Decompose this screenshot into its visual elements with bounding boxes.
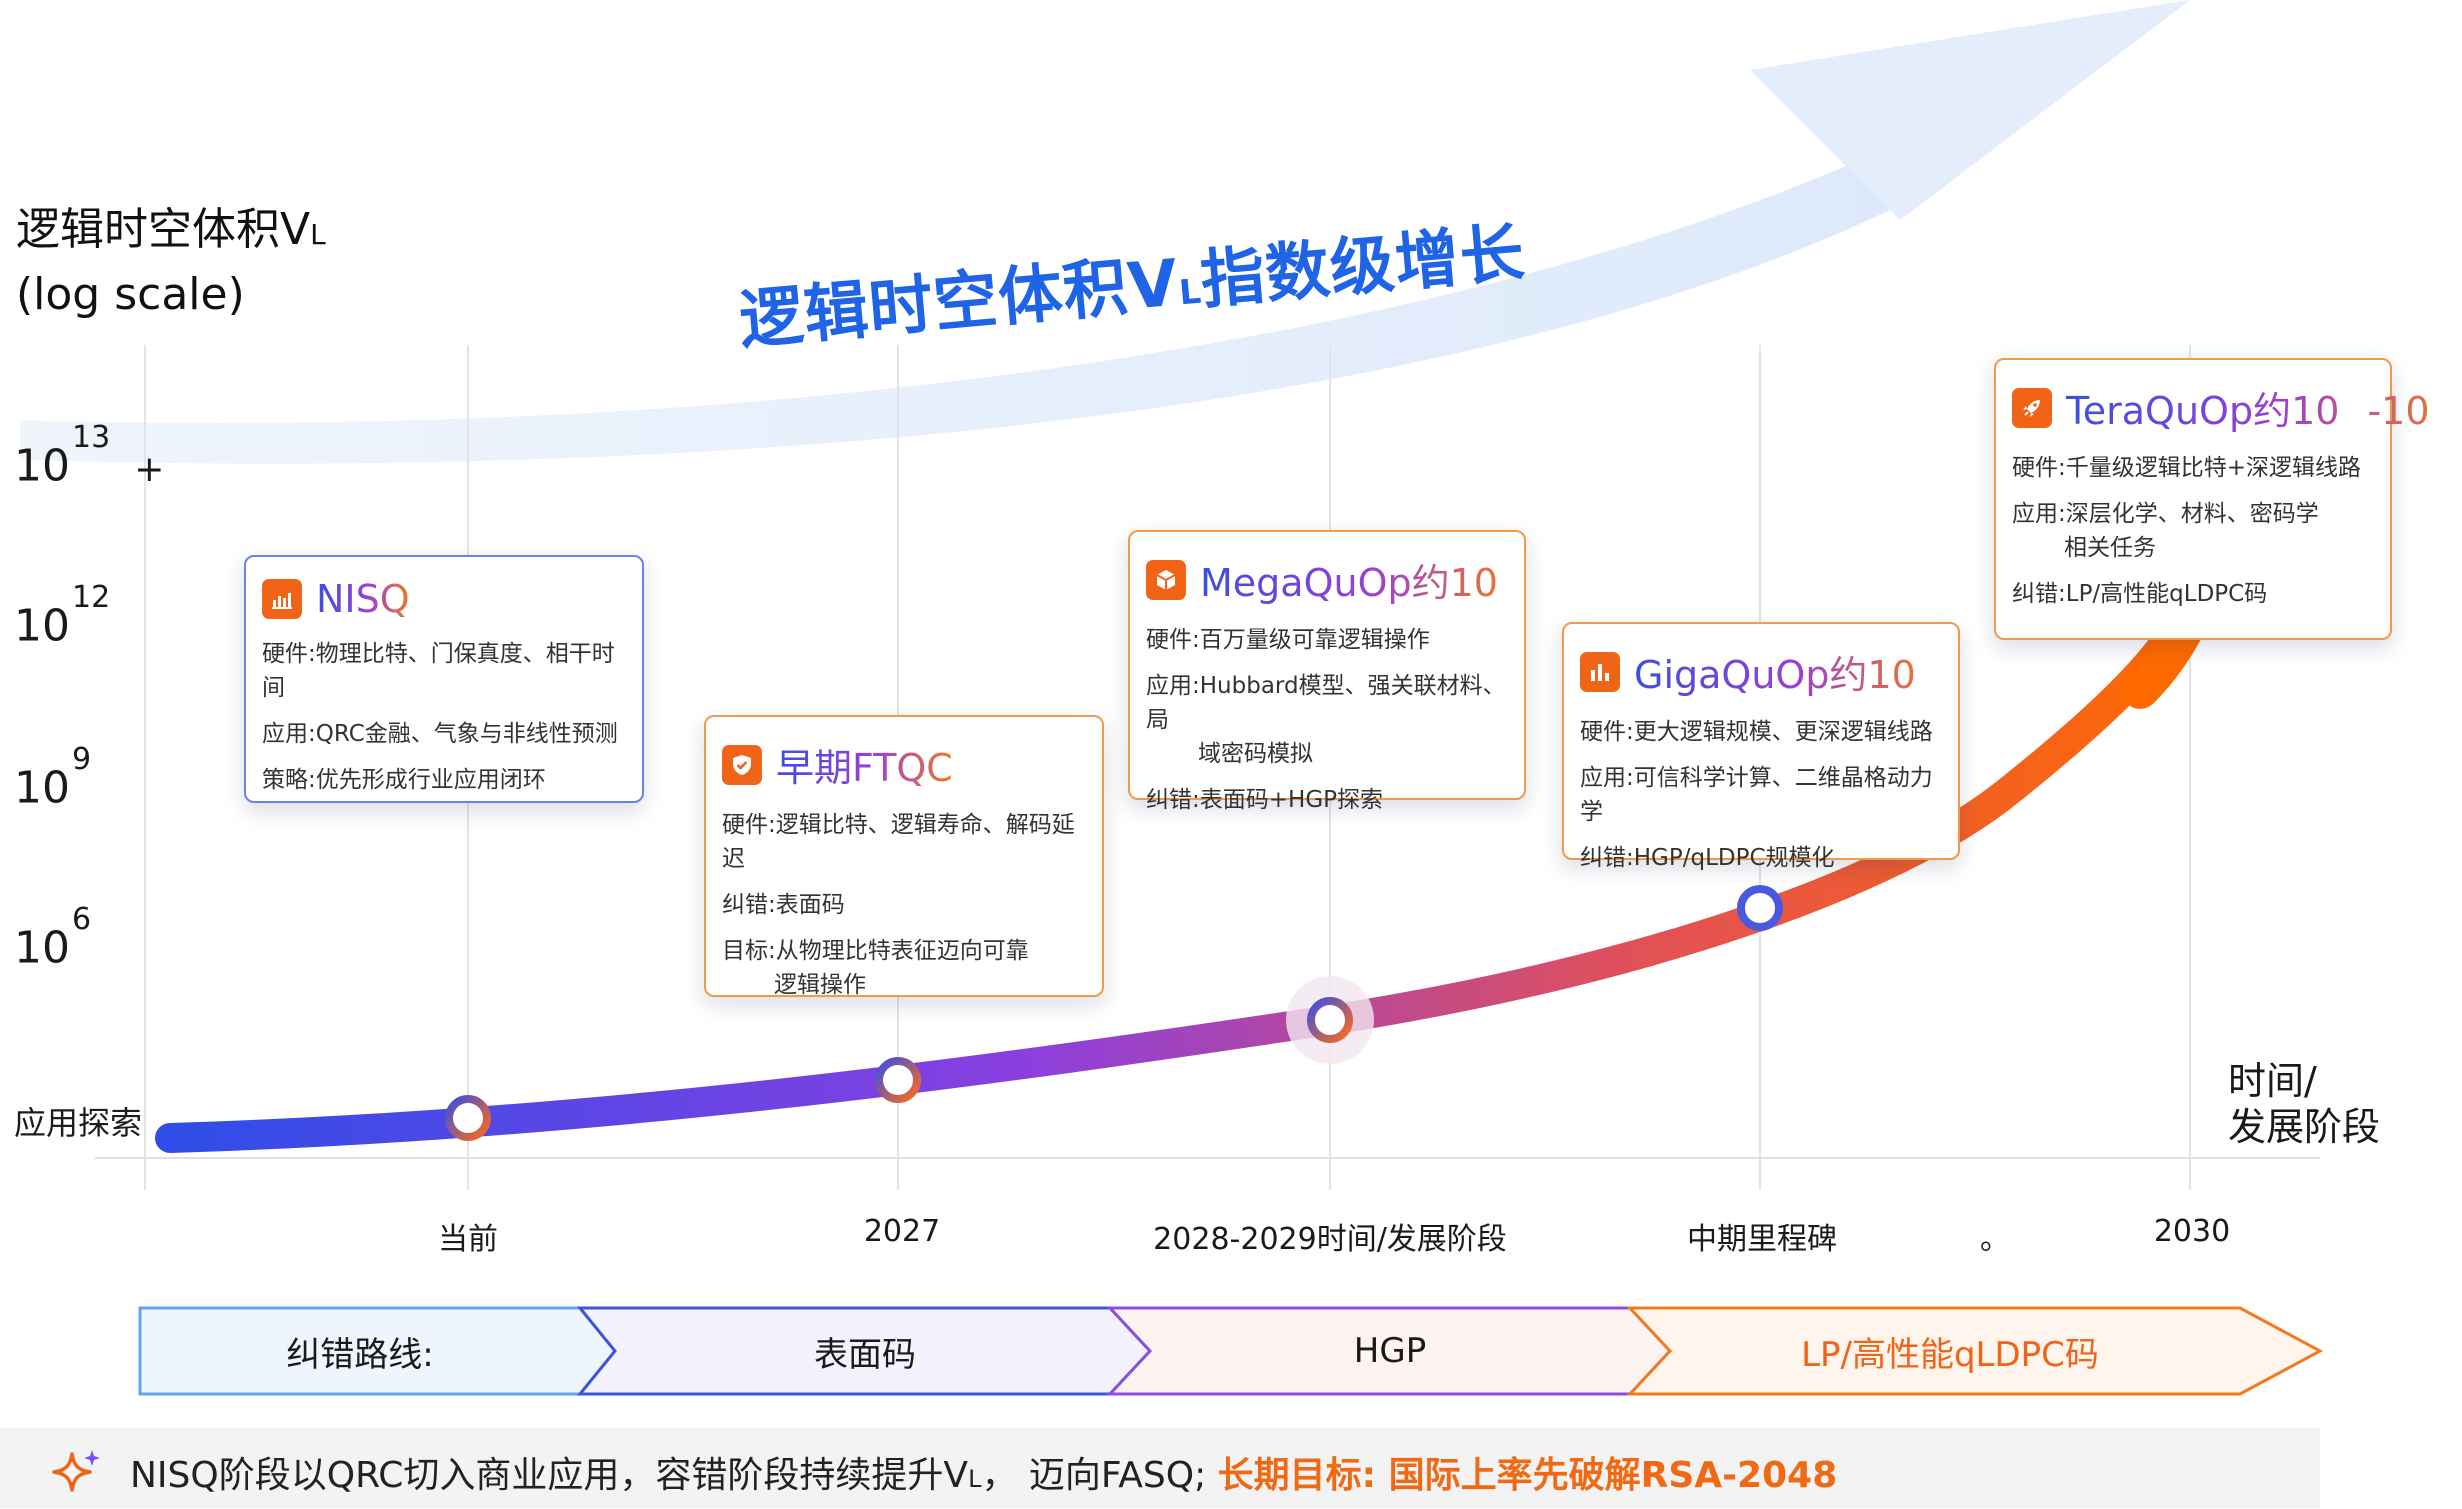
card-line-text: 应用:Hubbard模型、强关联材料、局 <box>1146 673 1506 733</box>
card-line: 纠错:LP/高性能qLDPC码 <box>2012 581 2268 607</box>
card-line-text: 逻辑操作 <box>774 972 866 998</box>
card-line: 硬件:更大逻辑规模、更深逻辑线路 <box>1580 719 1933 745</box>
y-axis-title-main: 逻辑时空体积V <box>16 204 311 255</box>
footer-text-sub: L <box>968 1465 982 1493</box>
footer-text: NISQ阶段以QRC切入商业应用，容错阶段持续提升VL， 迈向FASQ; 长期目… <box>130 1446 1837 1498</box>
rocket-icon <box>2012 387 2052 428</box>
card-line-text: 目标:从物理比特表征迈向可靠 <box>722 938 1029 964</box>
cube-icon <box>1146 559 1186 600</box>
milestone-card-nisq: NISQ 硬件:物理比特、门保真度、相干时间 应用:QRC金融、气象与非线性预测… <box>244 555 644 803</box>
y-axis-title: 逻辑时空体积VL (log scale) <box>16 200 326 325</box>
milestone-card-gigaquop: GigaQuOp约109 硬件:更大逻辑规模、更深逻辑线路 应用:可信科学计算、… <box>1562 622 1960 871</box>
card-line: 纠错:表面码 <box>722 892 845 918</box>
x-tick: 当前 <box>438 1222 498 1257</box>
card-line: 目标:从物理比特表征迈向可靠 逻辑操作 <box>722 934 1086 1002</box>
x-tick: 。 <box>1980 1222 2010 1257</box>
y-tick-base: 10 <box>14 600 70 652</box>
card-line: 应用:Hubbard模型、强关联材料、局 域密码模拟 <box>1146 669 1508 771</box>
sparkle-icon <box>50 1446 102 1502</box>
card-title-exp: 13 <box>2429 389 2458 414</box>
card-line-text: 相关任务 <box>2064 535 2156 561</box>
card-line: 硬件:逻辑比特、逻辑寿命、解码延迟 <box>722 812 1075 872</box>
y-tick-base: 10 <box>14 922 70 974</box>
column-chart-icon <box>1580 651 1620 692</box>
stage-label: LP/高性能qLDPC码 <box>1801 1334 2099 1375</box>
card-line: 应用:可信科学计算、二维晶格动力学 <box>1580 765 1933 825</box>
card-line: 应用:QRC金融、气象与非线性预测 <box>262 721 618 747</box>
y-tick: 1013 + <box>14 420 165 492</box>
card-line: 硬件:百万量级可靠逻辑操作 <box>1146 627 1430 653</box>
y-tick-exp: 9 <box>72 742 92 777</box>
card-line: 硬件:千量级逻辑比特+深逻辑线路 <box>2012 455 2362 481</box>
y-tick: 109 <box>14 742 91 814</box>
card-title-exp: 12 <box>2339 389 2368 414</box>
card-title: NISQ <box>316 577 410 621</box>
x-axis-title-line: 时间/ <box>2228 1059 2317 1103</box>
footer-highlight: 长期目标: 国际上率先破解RSA-2048 <box>1217 1455 1838 1496</box>
footer-text-main: ， 迈向FASQ; <box>981 1455 1218 1496</box>
growth-curve <box>155 585 2205 1153</box>
milestone-points <box>445 885 1783 1141</box>
x-axis-title: 时间/ 发展阶段 <box>2228 1058 2380 1150</box>
card-title-text: TeraQuOp约10 <box>2066 389 2340 433</box>
stage-label: 纠错路线: <box>286 1334 434 1375</box>
y-tick-exp: 6 <box>72 902 92 937</box>
x-tick: 2030 <box>2153 1214 2231 1249</box>
y-tick: 106 <box>14 902 91 974</box>
card-line: 纠错:表面码+HGP探索 <box>1146 787 1384 813</box>
bar-chart-icon <box>262 579 302 619</box>
card-line: 策略:优先形成行业应用闭环 <box>262 767 546 793</box>
y-tick-base: 10 <box>14 762 70 814</box>
card-line: 硬件:物理比特、门保真度、相干时间 <box>262 641 615 701</box>
y-tick: 1012 <box>14 580 110 652</box>
y-tick-exp: 13 <box>72 420 111 455</box>
card-line: 纠错:HGP/qLDPC规模化 <box>1580 845 1835 871</box>
y-axis-title-scale: (log scale) <box>16 269 245 320</box>
card-title-text: -10 <box>2367 389 2430 433</box>
y-tick-application: 应用探索 <box>14 1104 143 1142</box>
milestone-card-megaquop: MegaQuOp约106 硬件:百万量级可靠逻辑操作 应用:Hubbard模型、… <box>1128 530 1526 813</box>
growth-arrow-band <box>20 160 1890 464</box>
card-line-text: 域密码模拟 <box>1198 741 1313 767</box>
milestone-card-teraquop: TeraQuOp约1012-1013 硬件:千量级逻辑比特+深逻辑线路 应用:深… <box>1994 358 2392 640</box>
x-tick: 2028-2029时间/发展阶段 <box>1153 1222 1507 1257</box>
card-line: 应用:深层化学、材料、密码学 相关任务 <box>2012 497 2374 565</box>
y-tick-suffix: + <box>134 448 165 490</box>
shield-icon <box>722 744 762 785</box>
y-tick-base: 10 <box>14 440 70 492</box>
card-title: MegaQuOp约106 <box>1200 552 1512 607</box>
card-title: GigaQuOp约109 <box>1634 644 1930 699</box>
footer-bar <box>0 1428 2320 1508</box>
x-tick: 中期里程碑 <box>1687 1222 1837 1257</box>
y-tick-exp: 12 <box>72 580 111 615</box>
card-title-exp: 9 <box>1915 653 1930 678</box>
card-title: TeraQuOp约1012-1013 <box>2066 380 2458 435</box>
card-title-text: MegaQuOp约10 <box>1200 561 1498 605</box>
milestone-card-early-ftqc: 早期FTQC 硬件:逻辑比特、逻辑寿命、解码延迟 纠错:表面码 目标:从物理比特… <box>704 715 1104 998</box>
growth-arrow-head <box>1750 0 2190 220</box>
stage-label: 表面码 <box>814 1334 916 1375</box>
footer-text-main: NISQ阶段以QRC切入商业应用，容错阶段持续提升V <box>130 1455 969 1496</box>
card-line-text: 应用:深层化学、材料、密码学 <box>2012 501 2319 527</box>
x-axis-title-line: 发展阶段 <box>2228 1105 2381 1149</box>
x-tick: 2027 <box>863 1214 941 1249</box>
stage-label: HGP <box>1353 1331 1427 1371</box>
stage-chevrons <box>138 1306 2324 1396</box>
card-title-text: GigaQuOp约10 <box>1634 653 1916 697</box>
card-title-exp: 6 <box>1497 561 1512 586</box>
y-axis-title-sub: L <box>310 218 326 251</box>
card-title: 早期FTQC <box>776 737 953 792</box>
